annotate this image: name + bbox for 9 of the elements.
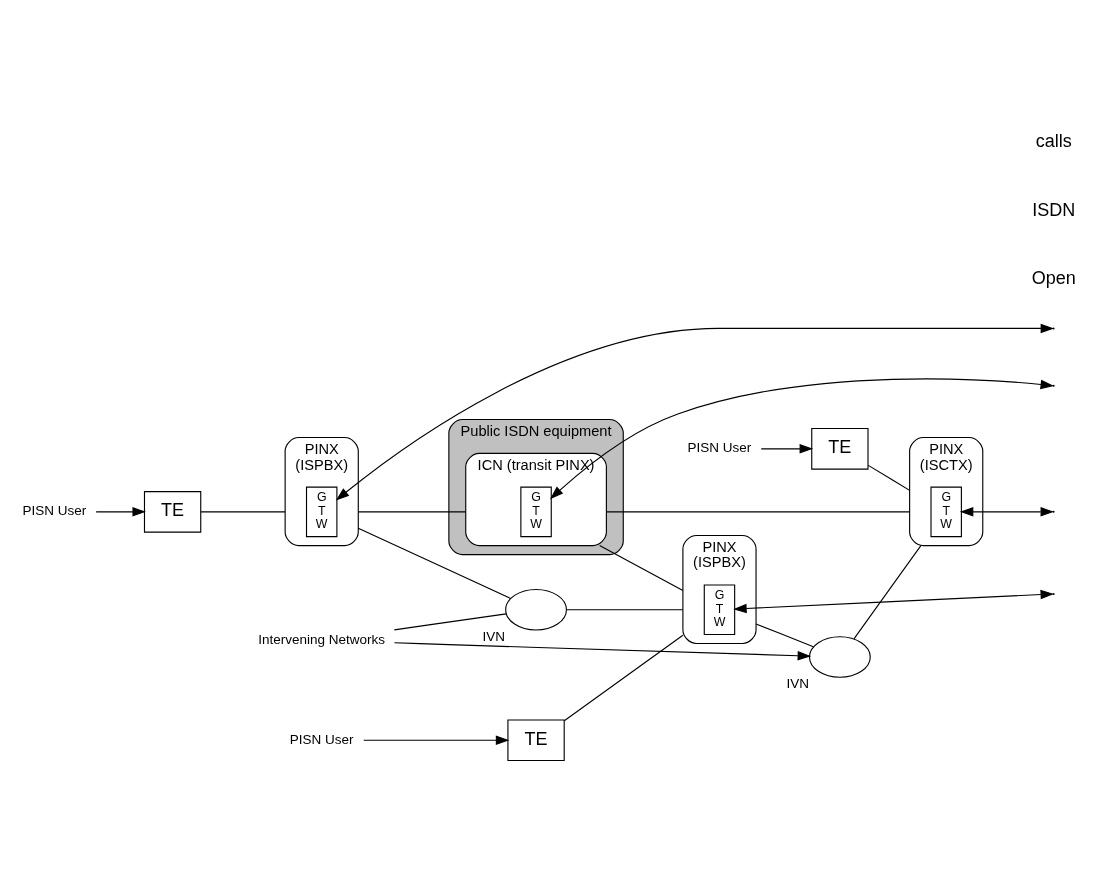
label: calls — [1035, 130, 1072, 151]
node-label: IVN — [482, 628, 506, 644]
node-text: PISN User — [687, 439, 752, 455]
node-text: PISN User — [289, 731, 354, 747]
label: Open — [1031, 267, 1076, 288]
node-text: Intervening Networks — [258, 631, 386, 647]
node-label: IVN — [786, 675, 809, 691]
node-text: PISN User — [22, 502, 87, 518]
label: ISDN — [1032, 199, 1076, 220]
